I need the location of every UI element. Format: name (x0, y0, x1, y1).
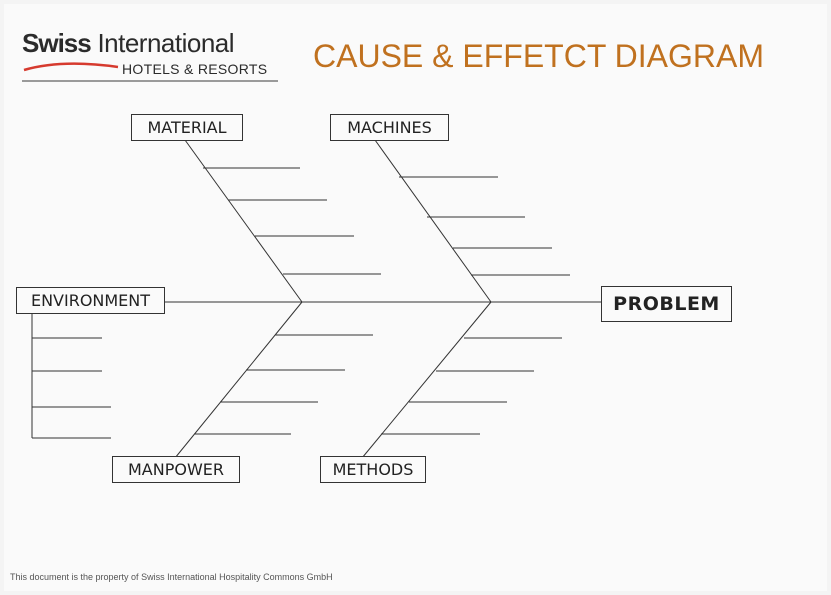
page-title: CAUSE & EFFETCT DIAGRAM (313, 38, 765, 74)
category-machines: MACHINES (330, 114, 449, 141)
category-methods: METHODS (320, 456, 426, 483)
effect-problem: PROBLEM (601, 286, 732, 322)
brand-logo: Swiss International (22, 28, 235, 59)
brand-tagline: HOTELS & RESORTS (122, 61, 268, 77)
category-material: MATERIAL (131, 114, 243, 141)
brand-name-rest: International (90, 28, 235, 58)
manpower-bone (174, 301, 303, 459)
brand-name-bold: Swiss (22, 28, 92, 58)
logo-divider (22, 80, 278, 82)
footer-note: This document is the property of Swiss I… (10, 572, 333, 582)
material-bone (184, 139, 303, 303)
category-manpower: MANPOWER (112, 456, 240, 483)
machines-bone (374, 139, 492, 303)
category-environment: ENVIRONMENT (16, 287, 165, 314)
methods-bone (361, 301, 492, 459)
